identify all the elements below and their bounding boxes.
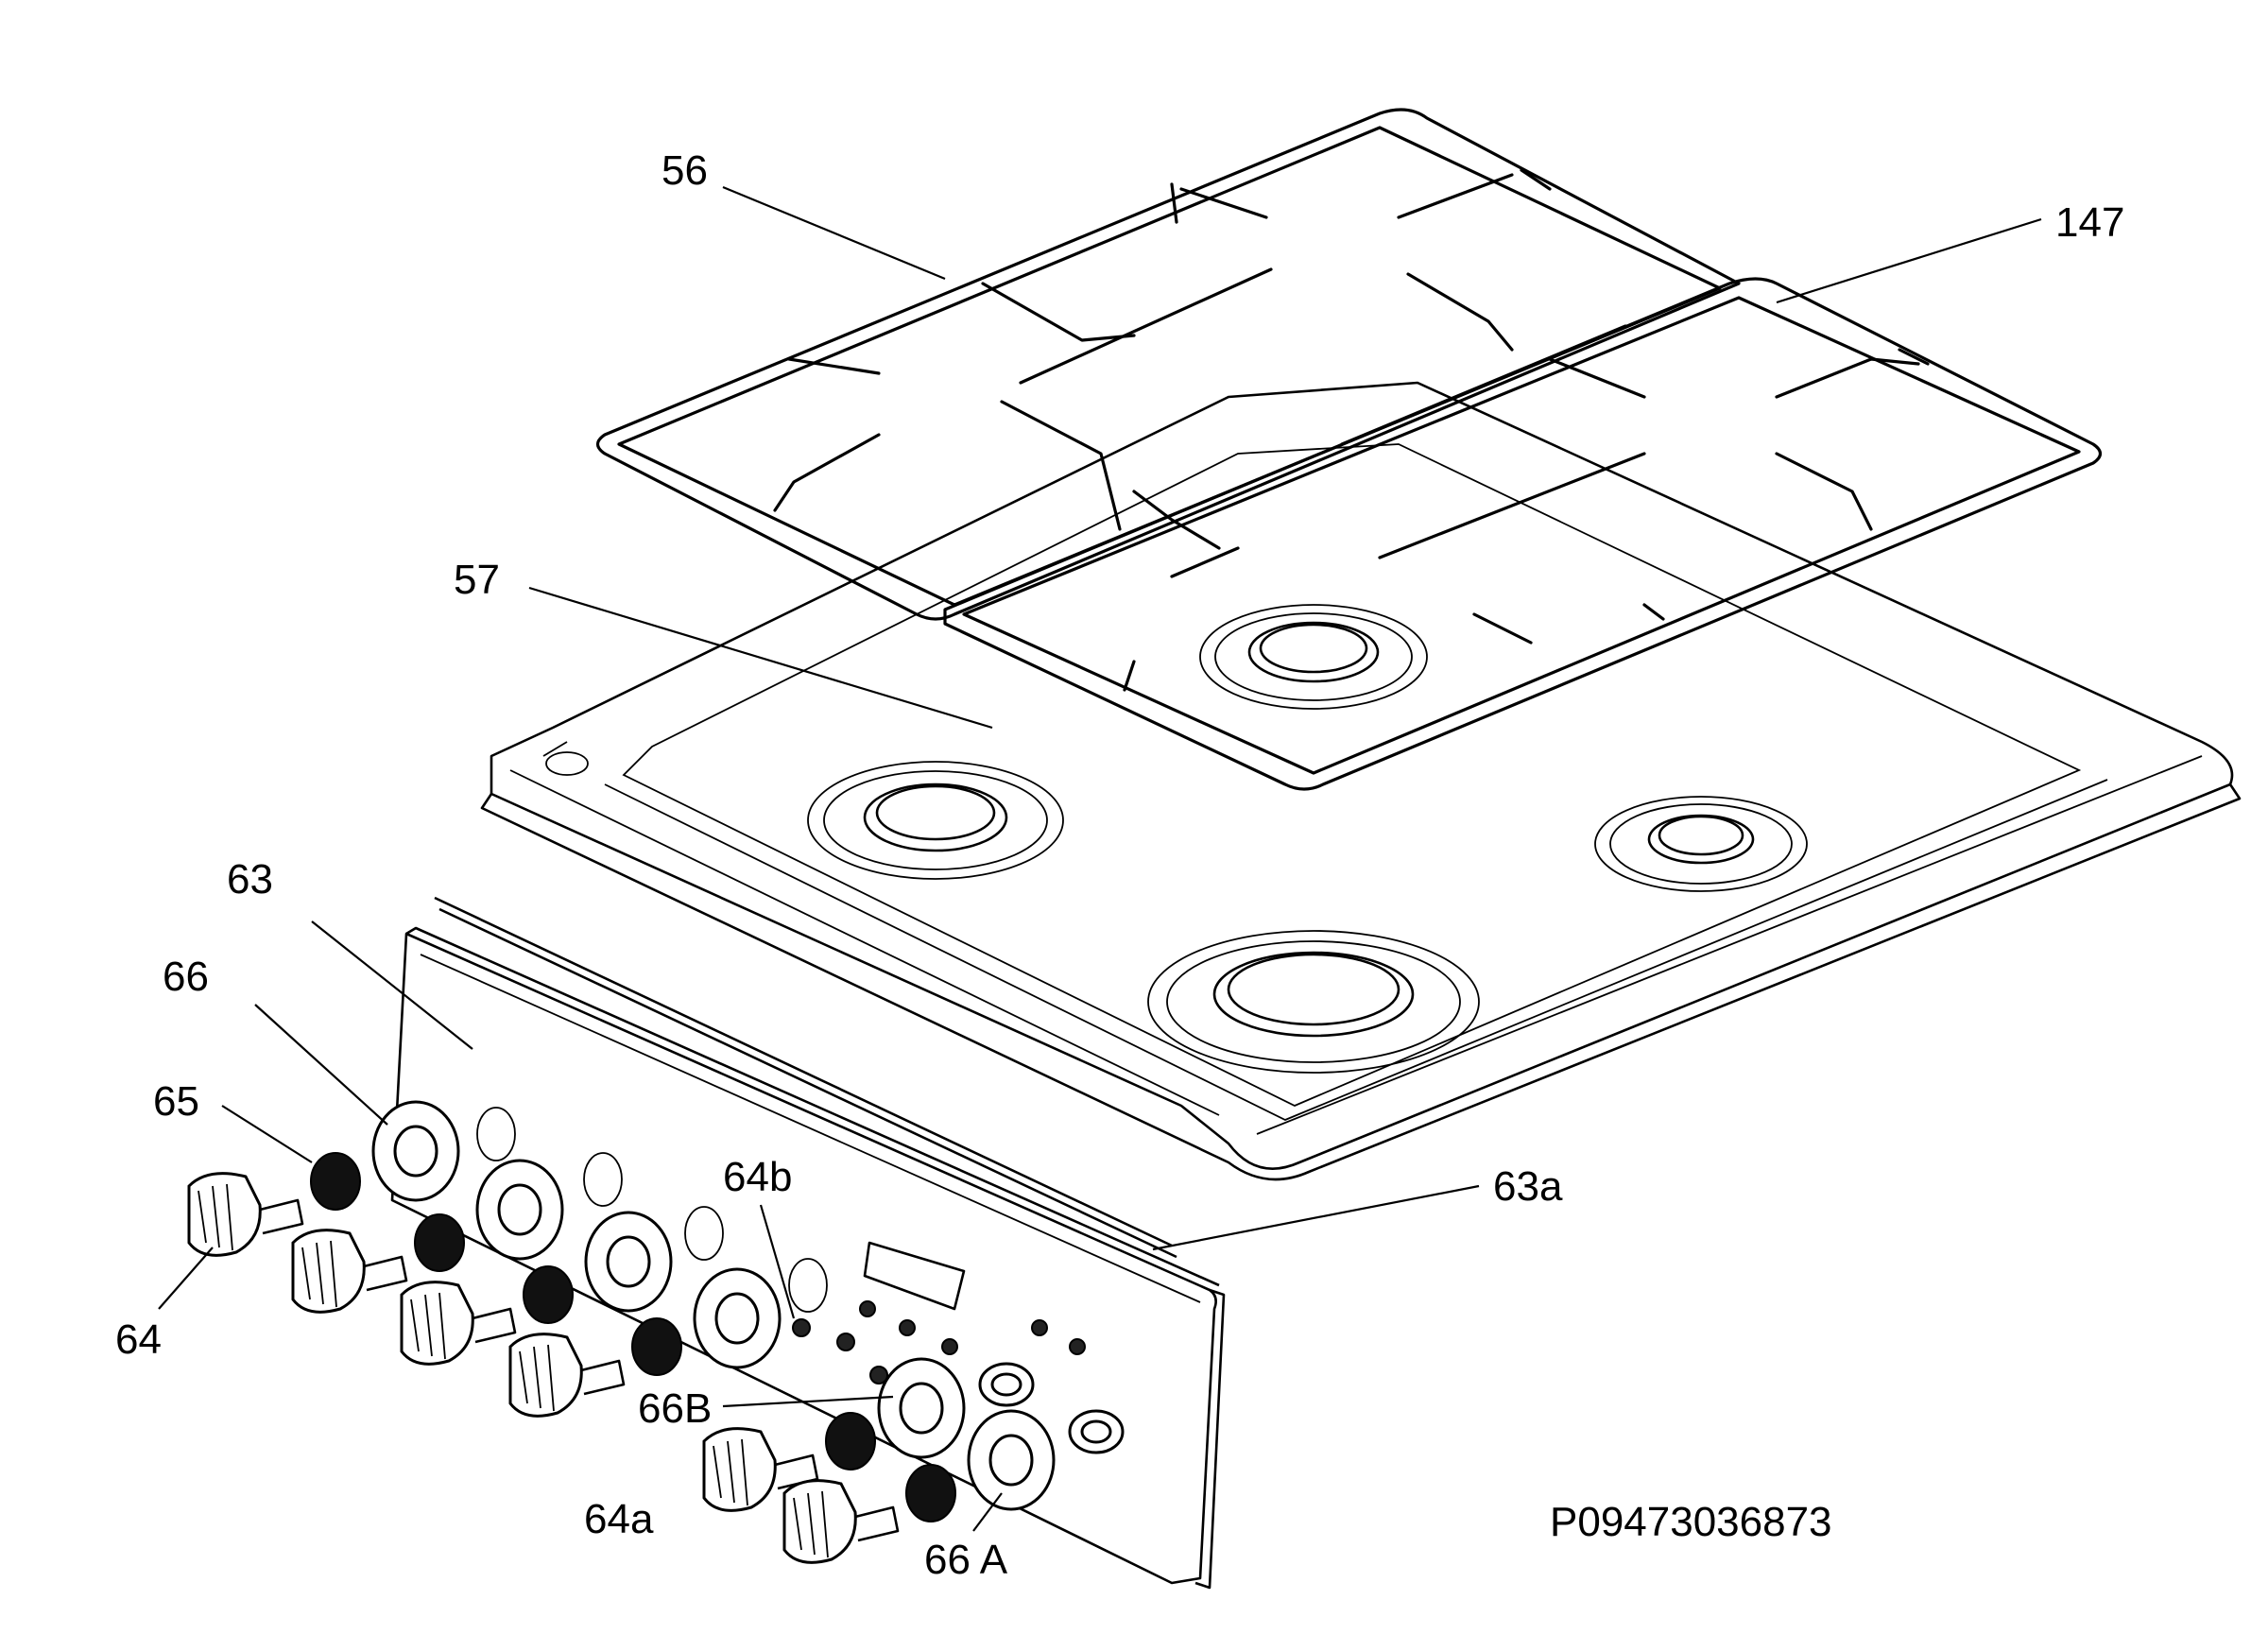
callout-57: 57 xyxy=(454,557,500,603)
pan-support-left xyxy=(595,108,1741,621)
knob-bezels xyxy=(371,1100,1056,1511)
knob-spacers xyxy=(310,1152,956,1522)
callout-147: 147 xyxy=(2055,199,2124,246)
callout-66: 66 xyxy=(163,954,209,1000)
pan-support-right xyxy=(943,277,2103,791)
callout-64: 64 xyxy=(115,1316,162,1363)
part-code: P09473036873 xyxy=(1550,1499,1832,1545)
callout-labels: 56 147 57 63 66 65 64b 63a 64 66B 64a 66… xyxy=(115,147,2124,1583)
callout-65: 65 xyxy=(153,1078,199,1125)
callout-63a: 63a xyxy=(1493,1163,1563,1210)
callout-66B: 66B xyxy=(638,1385,712,1432)
callout-64a: 64a xyxy=(584,1496,654,1542)
burner-right xyxy=(1594,796,1808,892)
callout-64b: 64b xyxy=(723,1154,792,1200)
control-panel xyxy=(390,896,1226,1590)
hob-top xyxy=(480,381,2242,1181)
burner-front-left xyxy=(807,761,1064,880)
callout-63: 63 xyxy=(227,856,273,903)
callout-66A: 66 A xyxy=(924,1537,1008,1583)
control-knobs xyxy=(187,1172,900,1564)
burner-rear xyxy=(1199,604,1428,710)
leader-lines xyxy=(158,185,2042,1532)
callout-56: 56 xyxy=(662,147,708,194)
burner-front-large xyxy=(1147,930,1480,1074)
